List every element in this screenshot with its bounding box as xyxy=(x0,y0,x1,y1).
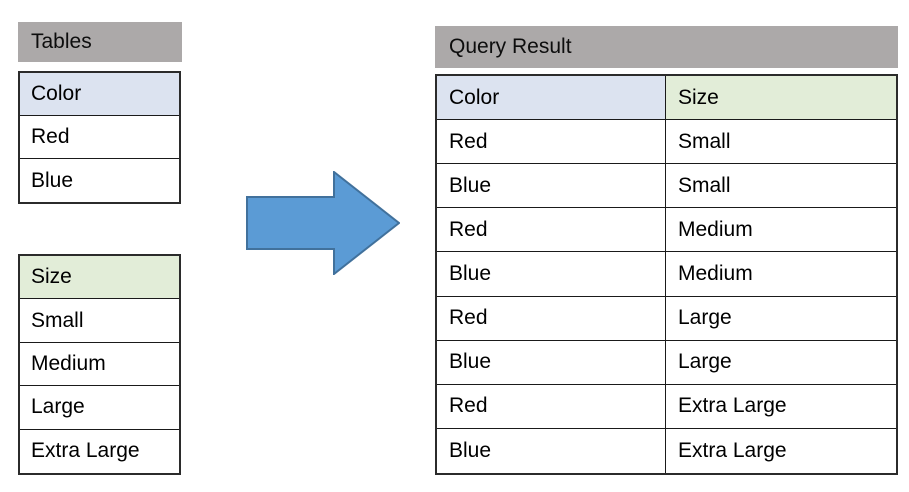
table-row[interactable]: Medium xyxy=(20,343,179,387)
color-source-table: Color Red Blue xyxy=(18,71,181,204)
query-result-table: Color Size Red Small Blue Small Red Medi… xyxy=(435,74,898,475)
table-row[interactable]: Blue Small xyxy=(437,164,896,209)
size-column-header: Size xyxy=(20,256,179,299)
table-header-row: Size xyxy=(20,256,179,300)
color-value-cell: Red xyxy=(31,125,70,148)
result-color-cell: Blue xyxy=(437,340,666,384)
result-size-column-header: Size xyxy=(666,76,896,120)
result-size-cell: Extra Large xyxy=(678,438,787,462)
tables-panel-title: Tables xyxy=(18,22,182,62)
table-row[interactable]: Small xyxy=(20,299,179,343)
color-value-cell: Blue xyxy=(31,168,74,192)
result-color-column-header: Color xyxy=(437,76,666,120)
table-row[interactable]: Red Medium xyxy=(437,208,896,253)
color-column-header: Color xyxy=(20,73,179,115)
result-color-cell: Red xyxy=(437,296,666,340)
result-color-cell: Blue xyxy=(437,252,666,296)
table-row[interactable]: Blue xyxy=(20,159,179,202)
right-arrow-shape xyxy=(246,171,400,275)
result-size-cell: Small xyxy=(678,129,731,153)
table-row[interactable]: Blue Medium xyxy=(437,252,896,297)
result-size-cell: Large xyxy=(678,350,732,374)
size-value-cell: Small xyxy=(31,308,84,332)
result-size-cell: Extra Large xyxy=(678,394,787,418)
result-size-cell: Medium xyxy=(678,261,753,285)
table-row[interactable]: Extra Large xyxy=(20,430,179,473)
result-size-cell: Small xyxy=(678,173,731,197)
right-arrow-icon xyxy=(246,171,400,275)
result-size-cell: Medium xyxy=(678,217,753,241)
size-source-table: Size Small Medium Large Extra Large xyxy=(18,254,181,475)
table-row[interactable]: Red xyxy=(20,116,179,159)
result-color-cell: Red xyxy=(437,384,666,428)
table-row[interactable]: Blue Large xyxy=(437,340,896,385)
table-header-row: Color Size xyxy=(437,76,896,121)
result-color-cell: Blue xyxy=(437,428,666,473)
size-value-cell: Extra Large xyxy=(31,439,140,463)
result-color-cell: Red xyxy=(437,120,666,164)
table-header-row: Color xyxy=(20,73,179,116)
table-row[interactable]: Red Extra Large xyxy=(437,384,896,429)
result-color-cell: Red xyxy=(437,208,666,252)
table-row[interactable]: Red Small xyxy=(437,120,896,165)
table-row[interactable]: Blue Extra Large xyxy=(437,428,896,473)
size-value-cell: Large xyxy=(31,395,85,419)
result-color-cell: Blue xyxy=(437,164,666,208)
query-result-panel-title: Query Result xyxy=(435,26,898,68)
table-row[interactable]: Red Large xyxy=(437,296,896,341)
table-row[interactable]: Large xyxy=(20,386,179,430)
size-value-cell: Medium xyxy=(31,352,106,376)
result-size-cell: Large xyxy=(678,306,732,330)
